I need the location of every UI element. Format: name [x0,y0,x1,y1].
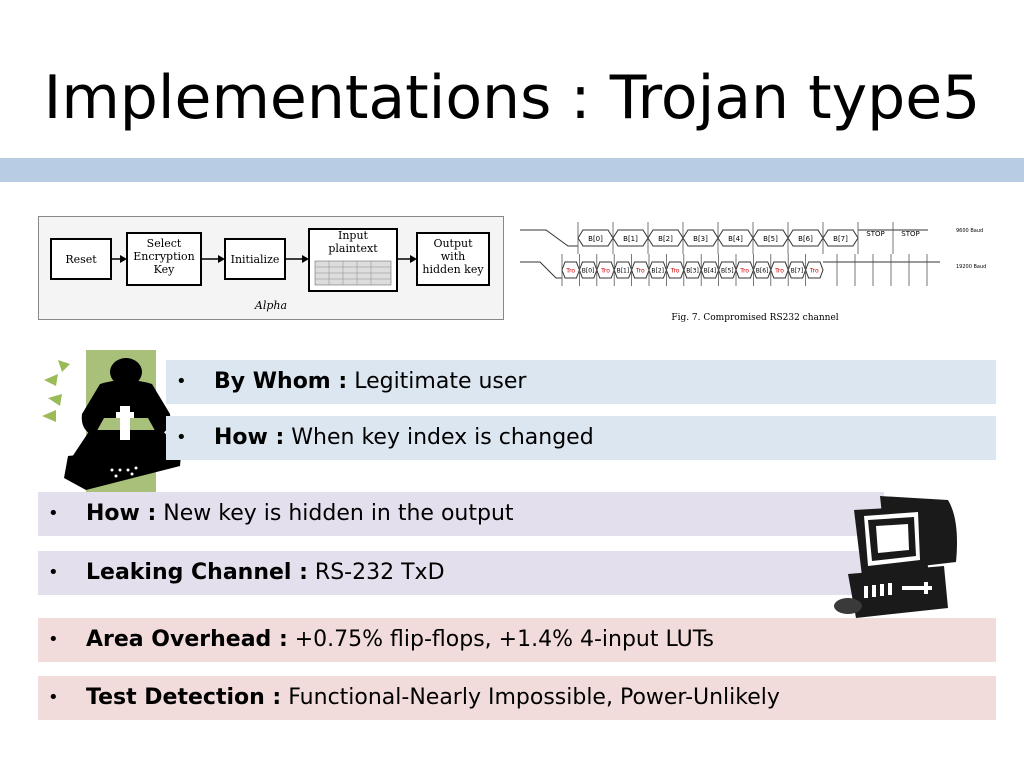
title-divider-band [0,158,1024,182]
rs232-timing-diagram: B[0] B[1] B[2] B[3] B[4] B[5] B[6] B[7] STOP STOP… [520,216,990,326]
bullet-label: How : [214,425,285,450]
bullet-glyph: • [176,427,187,448]
bullet-glyph: • [48,562,59,583]
rs232-caption: Fig. 7. Compromised RS232 channel [671,313,838,323]
rs232-bottom-bit-label: B[5] [721,268,734,275]
rs232-bottom-bit-label: B[0] [582,268,595,275]
rs232-stop-label: STOP [901,230,919,238]
rs232-top-bit-label: B[6] [798,235,813,243]
rs232-bottom-bit-label: B[2] [651,268,664,275]
bullet-glyph: • [48,629,59,650]
bullet-row-how-key-index: • How : When key index is changed [166,416,996,460]
bullet-glyph: • [176,371,187,392]
box-initialize [224,238,286,280]
rs232-bottom-baud: 19200 Baud [956,264,986,270]
bullet-row-leaking-channel: • Leaking Channel : RS-232 TxD [38,551,884,595]
bullet-glyph: • [48,503,59,524]
rs232-top-bit-label: B[3] [693,235,708,243]
bullet-text: Legitimate user [347,369,527,394]
rs232-top-baud: 9600 Baud [956,228,983,234]
bullet-label: By Whom : [214,369,348,394]
bullet-label: Leaking Channel : [86,560,308,585]
desktop-computer-icon [828,490,968,620]
box-initialize-label: Initialize [231,253,280,266]
rs232-bottom-bit-label: B[3] [686,268,699,275]
rs232-bottom-bit-label: B[7] [791,268,804,275]
rs232-bottom-bit-label: B[1] [617,268,630,275]
rs232-top-bit-label: B[5] [763,235,778,243]
rs232-bottom-bit-label: B[4] [704,268,717,275]
box-reset-label: Reset [65,253,97,266]
rs232-bottom-bit-label: Tro [774,268,784,275]
bullet-label: Test Detection : [86,685,282,710]
bullet-label: Area Overhead : [86,627,288,652]
bullet-label: How : [86,501,157,526]
rs232-top-bit-label: B[0] [588,235,603,243]
box-reset [50,238,112,280]
rs232-bottom-bit-label: Tro [565,268,575,275]
bullet-row-test-detection: • Test Detection : Functional-Nearly Imp… [38,676,996,720]
rs232-stop-label: STOP [866,230,884,238]
rs232-top-bit-label: B[7] [833,235,848,243]
rs232-bottom-bit-label: Tro [600,268,610,275]
rs232-bottom-bit-label: Tro [739,268,749,275]
bullet-text: Functional-Nearly Impossible, Power-Unli… [281,685,780,710]
rs232-top-bit-label: B[1] [623,235,638,243]
rs232-bottom-bit-label: Tro [670,268,680,275]
rs232-bottom-bit-label: B[6] [756,268,769,275]
bullet-text: RS-232 TxD [307,560,445,585]
bullet-text: New key is hidden in the output [156,501,514,526]
rs232-bottom-bit-label: Tro [809,268,819,275]
alpha-caption: Alpha [254,299,287,312]
hacker-with-drill-icon [40,350,190,500]
box-output-hidden-key [416,232,490,286]
rs232-bottom-bit-label: Tro [635,268,645,275]
bullet-row-how-hidden-output: • How : New key is hidden in the output [38,492,884,536]
rs232-top-bit-label: B[4] [728,235,743,243]
bullet-row-by-whom: • By Whom : Legitimate user [166,360,996,404]
box-select-key [126,232,202,286]
rs232-top-bit-label: B[2] [658,235,673,243]
bullet-text: When key index is changed [284,425,594,450]
bullet-text: +0.75% flip-flops, +1.4% 4-input LUTs [287,627,715,652]
bullet-row-area-overhead: • Area Overhead : +0.75% flip-flops, +1.… [38,618,996,662]
slide-title: Implementations : Trojan type5 [43,63,981,133]
rs232-timing-svg: B[0] B[1] B[2] B[3] B[4] B[5] B[6] B[7] STOP STOP… [520,222,986,323]
bullet-glyph: • [48,687,59,708]
